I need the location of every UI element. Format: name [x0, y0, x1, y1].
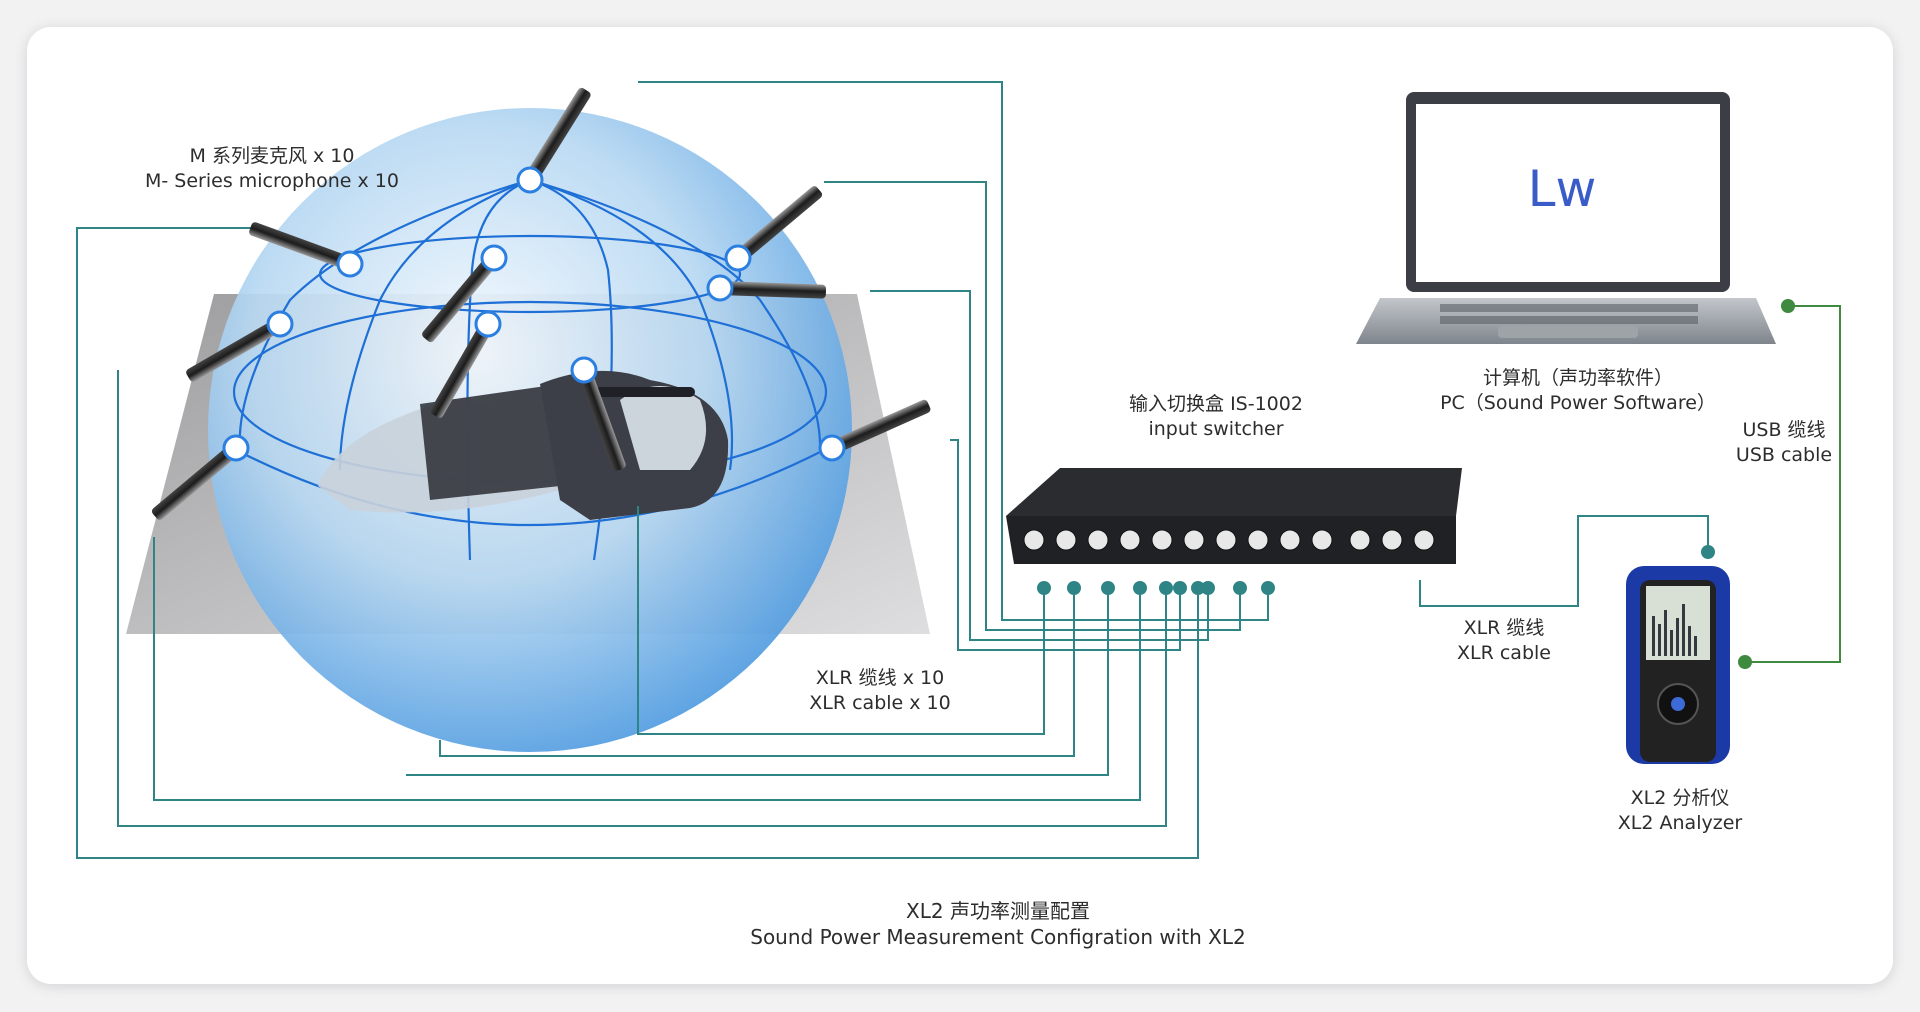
xlr-cable-label: XLR 缆线 XLR cable	[1457, 617, 1551, 664]
vacuum-icon	[318, 370, 729, 520]
usb-cable-label: USB 缆线 USB cable	[1735, 419, 1833, 466]
microphones-label: M 系列麦克风 x 10 M- Series microphone x 10	[145, 145, 399, 192]
switcher-label: 输入切换盒 IS-1002 input switcher	[1129, 393, 1303, 440]
diagram-caption: XL2 声功率测量配置 Sound Power Measurement Conf…	[750, 899, 1246, 949]
xlr-cable-x10-label: XLR 缆线 x 10 XLR cable x 10	[809, 667, 951, 714]
cable-connectors	[1037, 545, 1715, 595]
analyzer-label: XL2 分析仪 XL2 Analyzer	[1617, 787, 1743, 834]
xlr-cables	[76, 81, 1709, 859]
microphone-icon	[151, 87, 931, 520]
laptop-icon	[1356, 92, 1776, 344]
analyzer-icon	[1626, 566, 1730, 764]
pc-label: 计算机（声功率软件） PC（Sound Power Software）	[1440, 367, 1716, 414]
lw-screen-text: Lw	[1528, 160, 1597, 218]
switcher-icon	[1006, 468, 1462, 564]
usb-cable	[1738, 299, 1841, 669]
